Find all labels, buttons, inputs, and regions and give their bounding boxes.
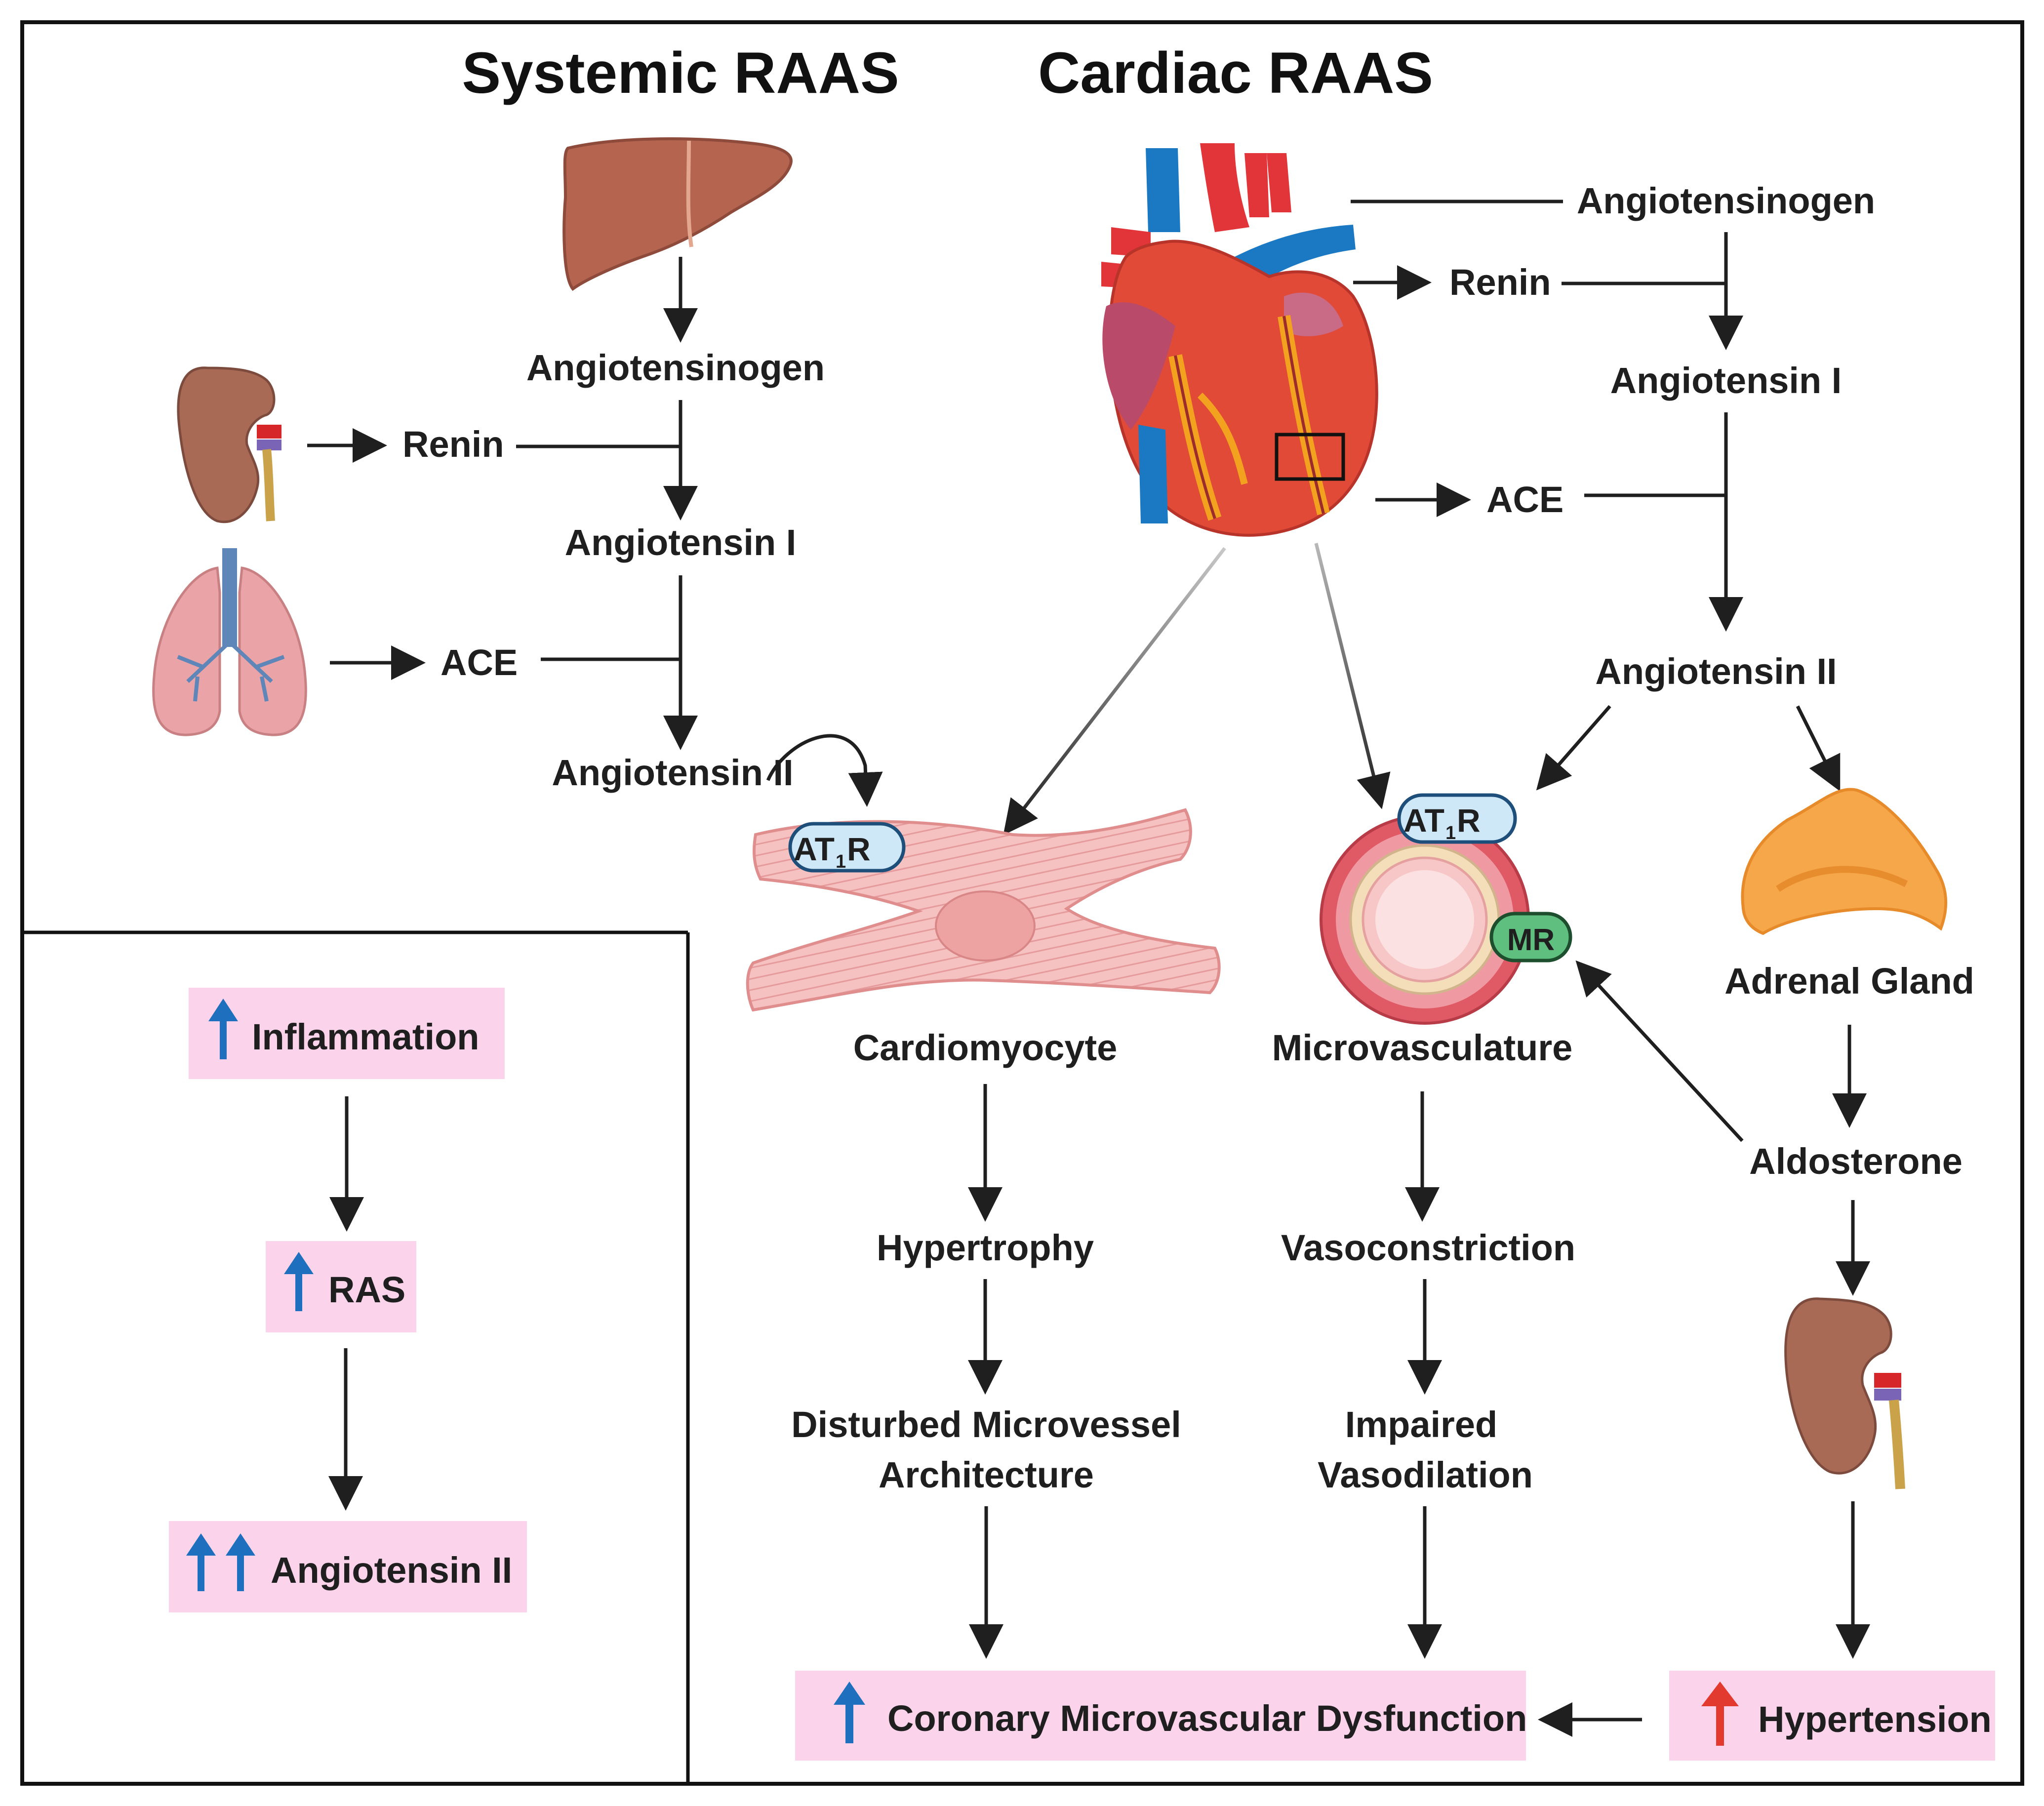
at1r-label: AT: [794, 831, 835, 867]
aldosterone-label: Aldosterone: [1749, 1141, 1963, 1182]
heart-to-microvasculature-arrow: [1314, 543, 1391, 809]
disturbed-label-line1: Disturbed Microvessel: [791, 1404, 1181, 1445]
up-arrow-icon: [208, 999, 238, 1059]
up-arrow-icon: [284, 1252, 314, 1311]
cardiac-angii-to-adrenal-arrow: [1796, 705, 1841, 792]
systemic-angii-to-at1r-curved-arrow: [766, 734, 883, 807]
mr-label: MR: [1507, 923, 1555, 957]
kidney-icon: [177, 366, 281, 523]
cardiomyocyte-at1r-receptor: AT 1 R: [788, 822, 906, 873]
at1r-tail: R: [847, 831, 871, 867]
at1r-subscript: 1: [836, 851, 846, 872]
cardiac-angiotensinogen: Angiotensinogen: [1577, 180, 1875, 221]
systemic-renin: Renin: [402, 424, 504, 465]
cardiac-angiotensin-ii: Angiotensin II: [1595, 651, 1837, 692]
hypertrophy-label: Hypertrophy: [877, 1227, 1094, 1268]
cardiomyocyte-label: Cardiomyocyte: [853, 1027, 1118, 1068]
mr-receptor: MR: [1489, 912, 1572, 963]
cardiac-angii-to-microvasculature-arrow: [1536, 705, 1611, 791]
outer-frame: [20, 20, 2024, 1786]
cmd-outcome-box: Coronary Microvascular Dysfunction: [795, 1671, 1527, 1761]
up-arrow-icon: [186, 1533, 216, 1591]
adrenal-gland-label: Adrenal Gland: [1724, 961, 1974, 1002]
microvasculature-label: Microvasculature: [1272, 1027, 1573, 1068]
impaired-label-line2: Vasodilation: [1318, 1454, 1533, 1495]
cardiac-renin: Renin: [1449, 262, 1551, 303]
systemic-angiotensinogen: Angiotensinogen: [526, 347, 825, 388]
hypertension-outcome-box: Hypertension: [1669, 1671, 1995, 1761]
cmd-label: Coronary Microvascular Dysfunction: [887, 1698, 1527, 1739]
systemic-ace: ACE: [441, 642, 518, 683]
systemic-angiotensin-i: Angiotensin I: [565, 522, 797, 563]
lungs-icon: [152, 548, 307, 736]
at1r-subscript: 1: [1445, 823, 1456, 843]
microvessel-at1r-receptor: AT 1 R: [1397, 793, 1517, 844]
disturbed-label-line2: Architecture: [879, 1454, 1094, 1495]
cardiac-angiotensin-i: Angiotensin I: [1610, 360, 1842, 401]
inset-ras-label: RAS: [328, 1269, 405, 1310]
up-arrow-icon: [1701, 1682, 1739, 1746]
liver-icon: [562, 137, 793, 291]
vasoconstriction-label: Vasoconstriction: [1281, 1227, 1575, 1268]
heart-icon: [1101, 143, 1378, 537]
hypertension-label: Hypertension: [1758, 1699, 1992, 1740]
cardiac-ace: ACE: [1486, 479, 1563, 520]
kidney-icon: [1784, 1297, 1905, 1489]
microvessel-cross-section: [1320, 814, 1530, 1025]
at1r-tail: R: [1457, 802, 1481, 839]
up-arrow-icon: [226, 1533, 255, 1591]
aldosterone-to-mr-arrow: [1575, 960, 1744, 1142]
inset-ras-box: RAS: [266, 1241, 416, 1332]
at1r-label: AT: [1403, 802, 1444, 839]
inset-inflammation-box: Inflammation: [189, 988, 505, 1079]
systemic-raas-title: Systemic RAAS: [462, 40, 899, 106]
inset-angiotensin-ii-label: Angiotensin II: [271, 1550, 512, 1591]
impaired-label-line1: Impaired: [1345, 1404, 1497, 1445]
systemic-angiotensin-ii: Angiotensin II: [552, 752, 793, 793]
cardiac-raas-title: Cardiac RAAS: [1038, 40, 1433, 106]
adrenal-gland-icon: [1741, 788, 1948, 935]
up-arrow-icon: [834, 1682, 865, 1743]
inset-angiotensin-ii-box: Angiotensin II: [169, 1521, 527, 1612]
heart-to-cardiomyocyte-arrow: [1003, 547, 1226, 836]
inset-inflammation-label: Inflammation: [252, 1016, 479, 1057]
